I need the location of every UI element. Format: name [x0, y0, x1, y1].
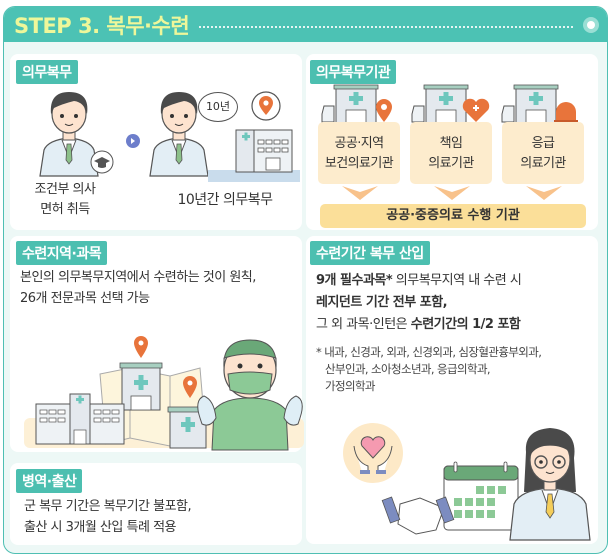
- military-card: 병역·출산 군 복무 기간은 복무기간 불포함, 출산 시 3개월 산입 특례 …: [10, 463, 302, 545]
- required-subjects-note: 가정의학과: [325, 379, 376, 393]
- hospital-building-icon: [208, 129, 300, 182]
- military-line1: 군 복무 기간은 복무기간 불포함,: [24, 499, 192, 514]
- arrow-right-icon: [126, 134, 140, 148]
- hospital-van-icon: [321, 84, 392, 125]
- step1-label: 조건부 의사 면허 취득: [34, 182, 96, 217]
- speech-bubble: 10년: [198, 92, 238, 122]
- doctor-icon: [39, 92, 99, 177]
- institutions-card: 의무복무기관 공공·: [306, 54, 598, 230]
- military-tag: 병역·출산: [16, 469, 83, 493]
- institution-responsible: 책임 의료기관: [410, 122, 492, 184]
- duty-card: 의무복무 조건부 의사 면허 취득: [10, 54, 302, 230]
- institution-public-regional: 공공·지역 보건의료기관: [318, 122, 400, 184]
- step2-label: 10년간 의무복무: [177, 192, 273, 208]
- dotted-divider: [199, 25, 573, 28]
- period-line3: 그 외 과목·인턴은 수련기간의 1/2 포함: [316, 317, 521, 332]
- region-tag: 수련지역·과목: [16, 241, 108, 265]
- doctor-icon: [149, 92, 209, 177]
- graduation-cap-icon: [90, 150, 114, 174]
- institutions-tag: 의무복무기관: [310, 60, 397, 84]
- public-critical-care-bar: 공공·중증의료 수행 기관: [320, 204, 586, 228]
- hospital-van-icon: [411, 84, 490, 125]
- region-line2: 26개 전문과목 선택 가능: [20, 291, 150, 306]
- hospital-van-icon: [501, 84, 578, 125]
- female-doctor-icon: [509, 428, 591, 541]
- step3-frame: STEP 3. 복무·수련 의무복무 조건부 의사 면허 취득: [3, 6, 608, 554]
- location-pin-icon: [251, 91, 281, 121]
- region-line1: 본인의 의무복무지역에서 수련하는 것이 원칙,: [20, 270, 256, 285]
- institution-emergency: 응급 의료기관: [502, 122, 584, 184]
- heart-hands-icon: [343, 423, 403, 483]
- required-subjects-note: * 내과, 신경과, 외과, 신경외과, 심장혈관흉부외과,: [316, 345, 542, 359]
- regional-hospitals-illustration: [24, 336, 304, 451]
- period-line2: 레지던트 기간 전부 포함,: [316, 295, 448, 310]
- chevron-down-icon: [526, 186, 562, 200]
- duty-tag: 의무복무: [16, 60, 78, 84]
- step-title: STEP 3. 복무·수련: [14, 13, 190, 38]
- military-line2: 출산 시 3개월 산입 특례 적용: [24, 520, 177, 535]
- period-tag: 수련기간 복무 산입: [310, 241, 430, 265]
- chevron-down-icon: [342, 186, 378, 200]
- period-line1: 9개 필수과목* 의무복무지역 내 수련 시: [316, 273, 522, 288]
- chevron-down-icon: [434, 186, 470, 200]
- period-card: 수련기간 복무 산입 9개 필수과목* 의무복무지역 내 수련 시 레지던트 기…: [306, 236, 598, 544]
- handshake-icon: [381, 496, 455, 535]
- step-header: STEP 3. 복무·수련: [4, 7, 607, 42]
- required-subjects-note: 산부인과, 소아청소년과, 응급의학과,: [325, 362, 491, 376]
- region-card: 수련지역·과목 본인의 의무복무지역에서 수련하는 것이 원칙, 26개 전문과…: [10, 236, 304, 452]
- circle-dot-icon: [583, 16, 599, 33]
